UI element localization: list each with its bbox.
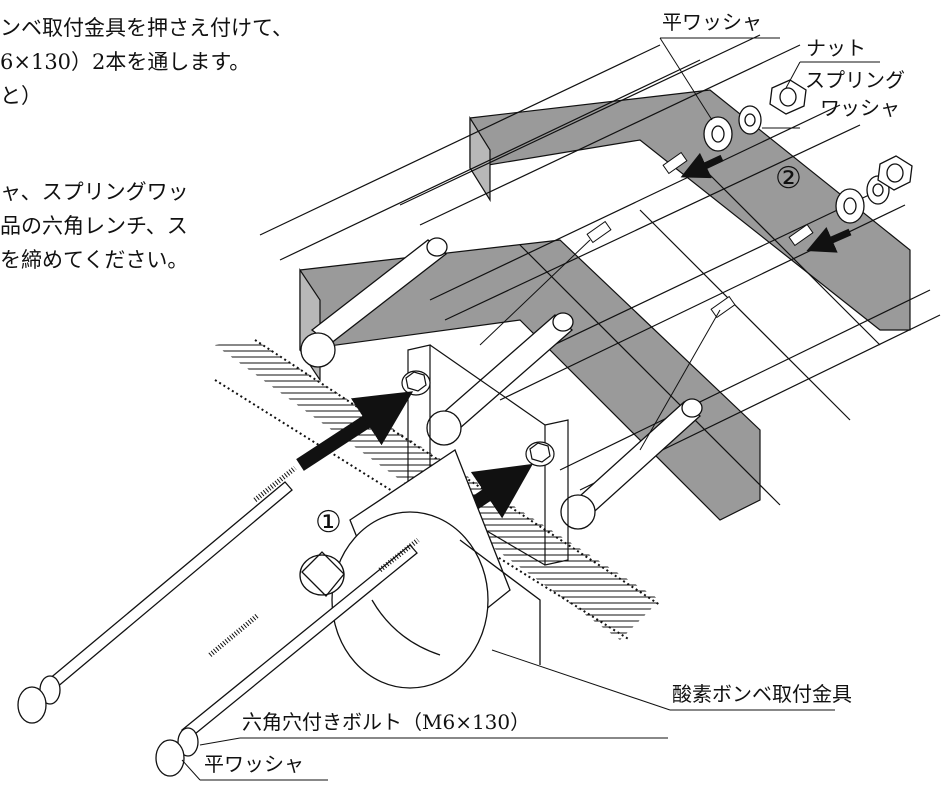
oxygen-bracket-body <box>299 449 541 689</box>
instruction-line-5: 品の六角レンチ、ス <box>0 214 188 238</box>
step-1-marker: ① <box>315 505 342 540</box>
instruction-line-6: を締めてください。 <box>0 248 189 272</box>
instruction-line-3: と） <box>0 84 42 108</box>
cylinder-posts <box>300 237 703 530</box>
step2-arrows <box>680 152 852 253</box>
leader-lines <box>181 37 880 781</box>
long-bolts <box>17 466 420 777</box>
label-spring-washer-1: スプリング <box>805 68 905 92</box>
instruction-line-2: 6×130）2本を通します。 <box>0 50 251 74</box>
label-bracket: 酸素ボンベ取付金具 <box>672 682 852 706</box>
label-bolt: 六角穴付きボルト（M6×130） <box>242 710 531 734</box>
label-nut: ナット <box>806 36 866 60</box>
instruction-line-4: ャ、スプリングワッ <box>0 180 189 204</box>
instruction-line-1: ンベ取付金具を押さえ付けて、 <box>0 16 293 40</box>
bracket-bolt-heads <box>401 370 555 467</box>
label-flat-washer-top: 平ワッシャ <box>662 10 762 34</box>
step-2-marker: ② <box>775 161 802 196</box>
label-spring-washer-2: ワッシャ <box>820 96 900 120</box>
label-flat-washer-bottom: 平ワッシャ <box>204 752 304 776</box>
exploded-hardware <box>703 79 913 224</box>
